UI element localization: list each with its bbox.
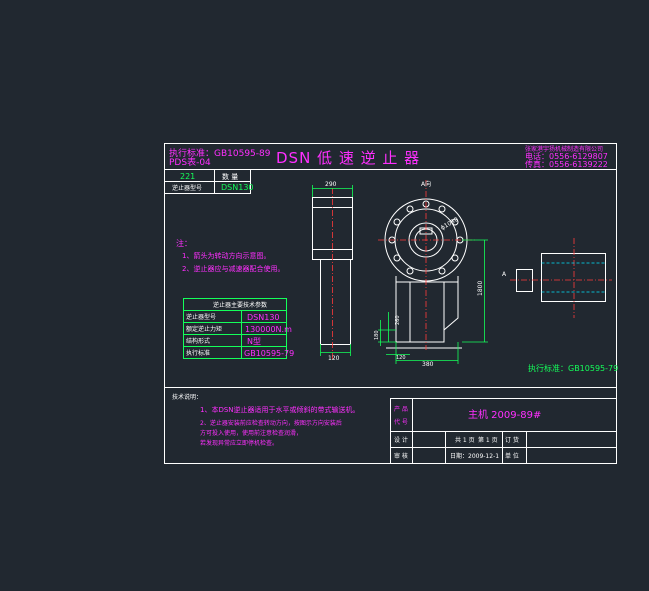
- header-standard: 执行标准：GB10595-89: [169, 147, 271, 159]
- dim-left-small: [378, 312, 396, 346]
- dim-left-small-1: 180: [374, 330, 380, 340]
- spec-qty: 221: [180, 172, 195, 181]
- dim-height: [462, 239, 488, 343]
- remarks-line4: 若发现异常应立即停机检查。: [200, 439, 278, 447]
- tb-code-label: 代 号: [394, 418, 408, 426]
- title-block: [390, 398, 617, 464]
- tb-unit-label: 单 位: [505, 452, 519, 460]
- dim-front-bottom: [386, 342, 459, 364]
- param-row-label: 逆止器型号: [186, 313, 216, 321]
- spec-model-label: 逆止器型号: [172, 184, 202, 192]
- header-title: DSN 低 速 逆 止 器: [276, 149, 420, 167]
- param-row-value: 130000N.m: [245, 325, 292, 334]
- tb-order-label: 订 货: [505, 436, 519, 444]
- tb-page: 第 1 页: [478, 436, 498, 444]
- dim-side-bottom-value: 120: [328, 355, 340, 362]
- dim-view-a: A向: [421, 180, 431, 188]
- dim-front-bottom-1: 120: [396, 355, 406, 361]
- tb-design-label: 设 计: [394, 436, 408, 444]
- header-phone: 电话：0556-6129807: [525, 151, 608, 161]
- spec-table: [164, 169, 251, 194]
- dim-left-small-2: 260: [395, 315, 401, 325]
- remarks-line2: 2、逆止器安装前应检查转动方向，按图示方向安装后: [200, 419, 342, 427]
- tb-product-value: 主机 2009-89#: [468, 408, 541, 421]
- tb-product-label: 产 品: [394, 405, 408, 413]
- dim-front-bottom-2: 380: [422, 361, 434, 368]
- spec-qty-label: 数 量: [222, 172, 238, 181]
- a-view-standard: 执行标准：GB10595-79: [528, 363, 618, 373]
- tb-date: 日期：2009-12-1: [450, 452, 499, 460]
- param-row-label: 额定逆止力矩: [186, 325, 222, 333]
- spec-model: DSN130: [221, 183, 254, 192]
- param-row-value: N型: [247, 337, 261, 346]
- notes-line1: 1、箭头为转动方向示意图。: [182, 251, 270, 260]
- tb-total: 共 1 页: [455, 436, 475, 444]
- remarks-line1: 1、本DSN逆止器适用于水平或倾斜的带式输送机。: [200, 405, 360, 414]
- header-company: 张家港宇扬机械制造有限公司: [525, 145, 603, 153]
- a-view-center-lines: [510, 238, 612, 318]
- header-code: PDS表-04: [169, 156, 211, 168]
- header-fax: 传真：0556-6139222: [525, 159, 608, 169]
- param-row-value: GB10595-79: [244, 349, 294, 358]
- notes-line2: 2、逆止器应与减速器配合使用。: [182, 264, 284, 273]
- param-table: [183, 298, 287, 359]
- notes-title: 注：: [176, 238, 192, 248]
- param-row-label: 执行标准: [186, 349, 210, 357]
- a-view-hatch: [541, 262, 606, 293]
- dim-top: [312, 185, 353, 197]
- param-header: 逆止器主要技术参数: [213, 301, 267, 309]
- dim-height-value: 1800: [477, 281, 484, 296]
- remarks-line3: 方可投入使用，使用前注意检查润滑，: [200, 429, 302, 437]
- dim-top-width: 290: [325, 181, 337, 188]
- front-center-lines: [378, 180, 476, 350]
- param-row-label: 结构形式: [186, 337, 210, 345]
- tb-audit-label: 审 核: [394, 452, 408, 460]
- param-row-value: DSN130: [247, 313, 280, 322]
- a-view-label: A: [502, 271, 507, 278]
- a-view: [516, 253, 606, 302]
- dim-side-bottom: [320, 344, 351, 356]
- remarks-title: 技术说明：: [172, 393, 202, 401]
